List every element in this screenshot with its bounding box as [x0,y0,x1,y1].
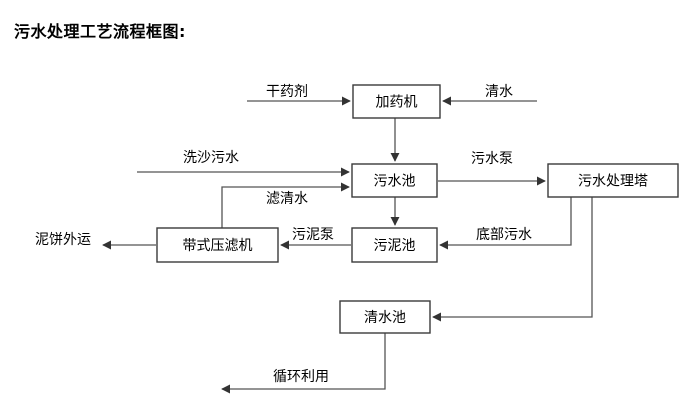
node-sludge-pool-label: 污泥池 [374,238,416,254]
node-clear-pool-box[interactable] [339,300,431,334]
node-tower[interactable]: 污水处理塔 [547,163,679,198]
edge-tower-to-clear-pool [432,197,593,322]
edge-label-clean-water-in: 清水 [485,84,513,100]
edge-label-filtrate: 滤清水 [266,191,308,207]
edge-label-bottom-sewage: 底部污水 [476,227,532,243]
node-sewage-pool-label: 污水池 [374,174,416,190]
page-title: 污水处理工艺流程框图: [14,22,186,41]
node-dosing-box[interactable] [352,84,441,119]
node-tower-box[interactable] [547,163,679,198]
node-clear-pool-label: 清水池 [364,310,406,326]
edge-label-dry-agent: 干药剂 [266,84,308,100]
nodes: 加药机 污水池 污水处理塔 带式压滤机 污泥池 清水池 [156,84,679,334]
node-press-box[interactable] [156,227,279,263]
node-sludge-pool-box[interactable] [351,227,438,263]
edge-label-recycle: 循环利用 [273,369,329,385]
node-sewage-pool-box[interactable] [351,163,438,198]
edge-label-mud-cake-out: 泥饼外运 [35,232,91,248]
edge-label-sewage-pump: 污水泵 [471,151,513,167]
edge-labels: 干药剂 清水 洗沙污水 滤清水 污水泵 污泥泵 底部污水 泥饼外运 循环利用 [35,84,532,385]
edge-label-sludge-pump: 污泥泵 [292,227,334,243]
node-dosing[interactable]: 加药机 [352,84,441,119]
node-tower-label: 污水处理塔 [578,174,648,190]
edge-label-sand-wash: 洗沙污水 [183,150,239,166]
edge-bottom-sewage-to-sludge-pool [439,197,572,250]
node-dosing-label: 加药机 [376,95,418,111]
edge-clear-pool-to-recycle [221,333,386,394]
node-press[interactable]: 带式压滤机 [156,227,279,263]
connectors [102,96,593,394]
node-sludge-pool[interactable]: 污泥池 [351,227,438,263]
edge-filtrate-to-sewage-pool [221,182,350,228]
node-clear-pool[interactable]: 清水池 [339,300,431,334]
node-sewage-pool[interactable]: 污水池 [351,163,438,198]
node-press-label: 带式压滤机 [183,238,253,254]
